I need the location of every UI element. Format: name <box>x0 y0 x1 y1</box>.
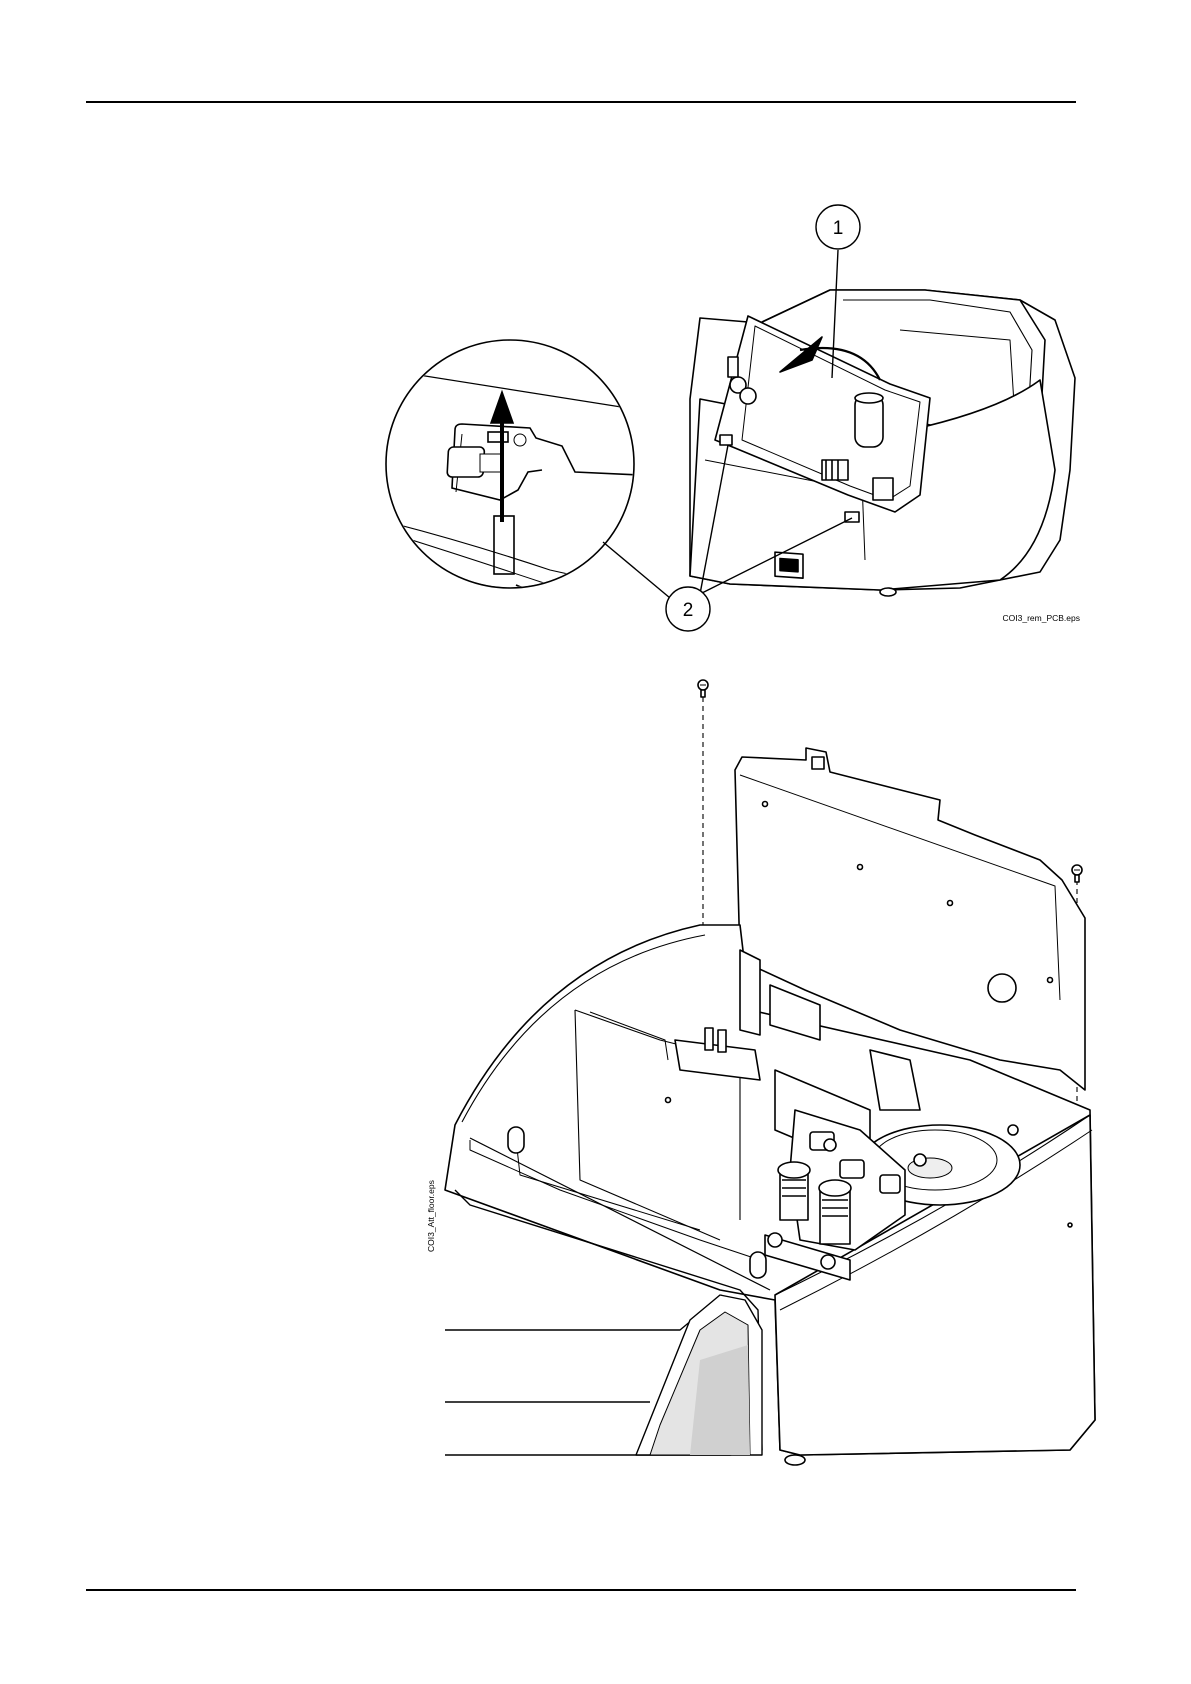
keyhole-slot <box>508 1127 524 1153</box>
housing-shell <box>445 925 1095 1455</box>
floor-cabinet <box>445 1190 762 1455</box>
zoom-detail <box>380 340 640 600</box>
pcb-removal-figure: 1 2 COI3_rem_PCB.eps <box>0 0 1191 660</box>
screw-right <box>1072 865 1082 882</box>
callout-1-label: 1 <box>833 218 844 239</box>
figure-filename-bottom: COI3_Att_floor.eps <box>426 1180 436 1252</box>
callout-2-label: 2 <box>683 600 694 621</box>
footer-rule <box>86 1589 1076 1591</box>
pressure-regulator-1 <box>778 1162 810 1220</box>
pressure-regulator-2 <box>819 1180 851 1244</box>
screw-left <box>698 680 708 697</box>
pulley-wheel <box>860 1125 1020 1205</box>
rear-panel <box>735 748 1085 1090</box>
figure-filename-top: COI3_rem_PCB.eps <box>1003 613 1080 623</box>
